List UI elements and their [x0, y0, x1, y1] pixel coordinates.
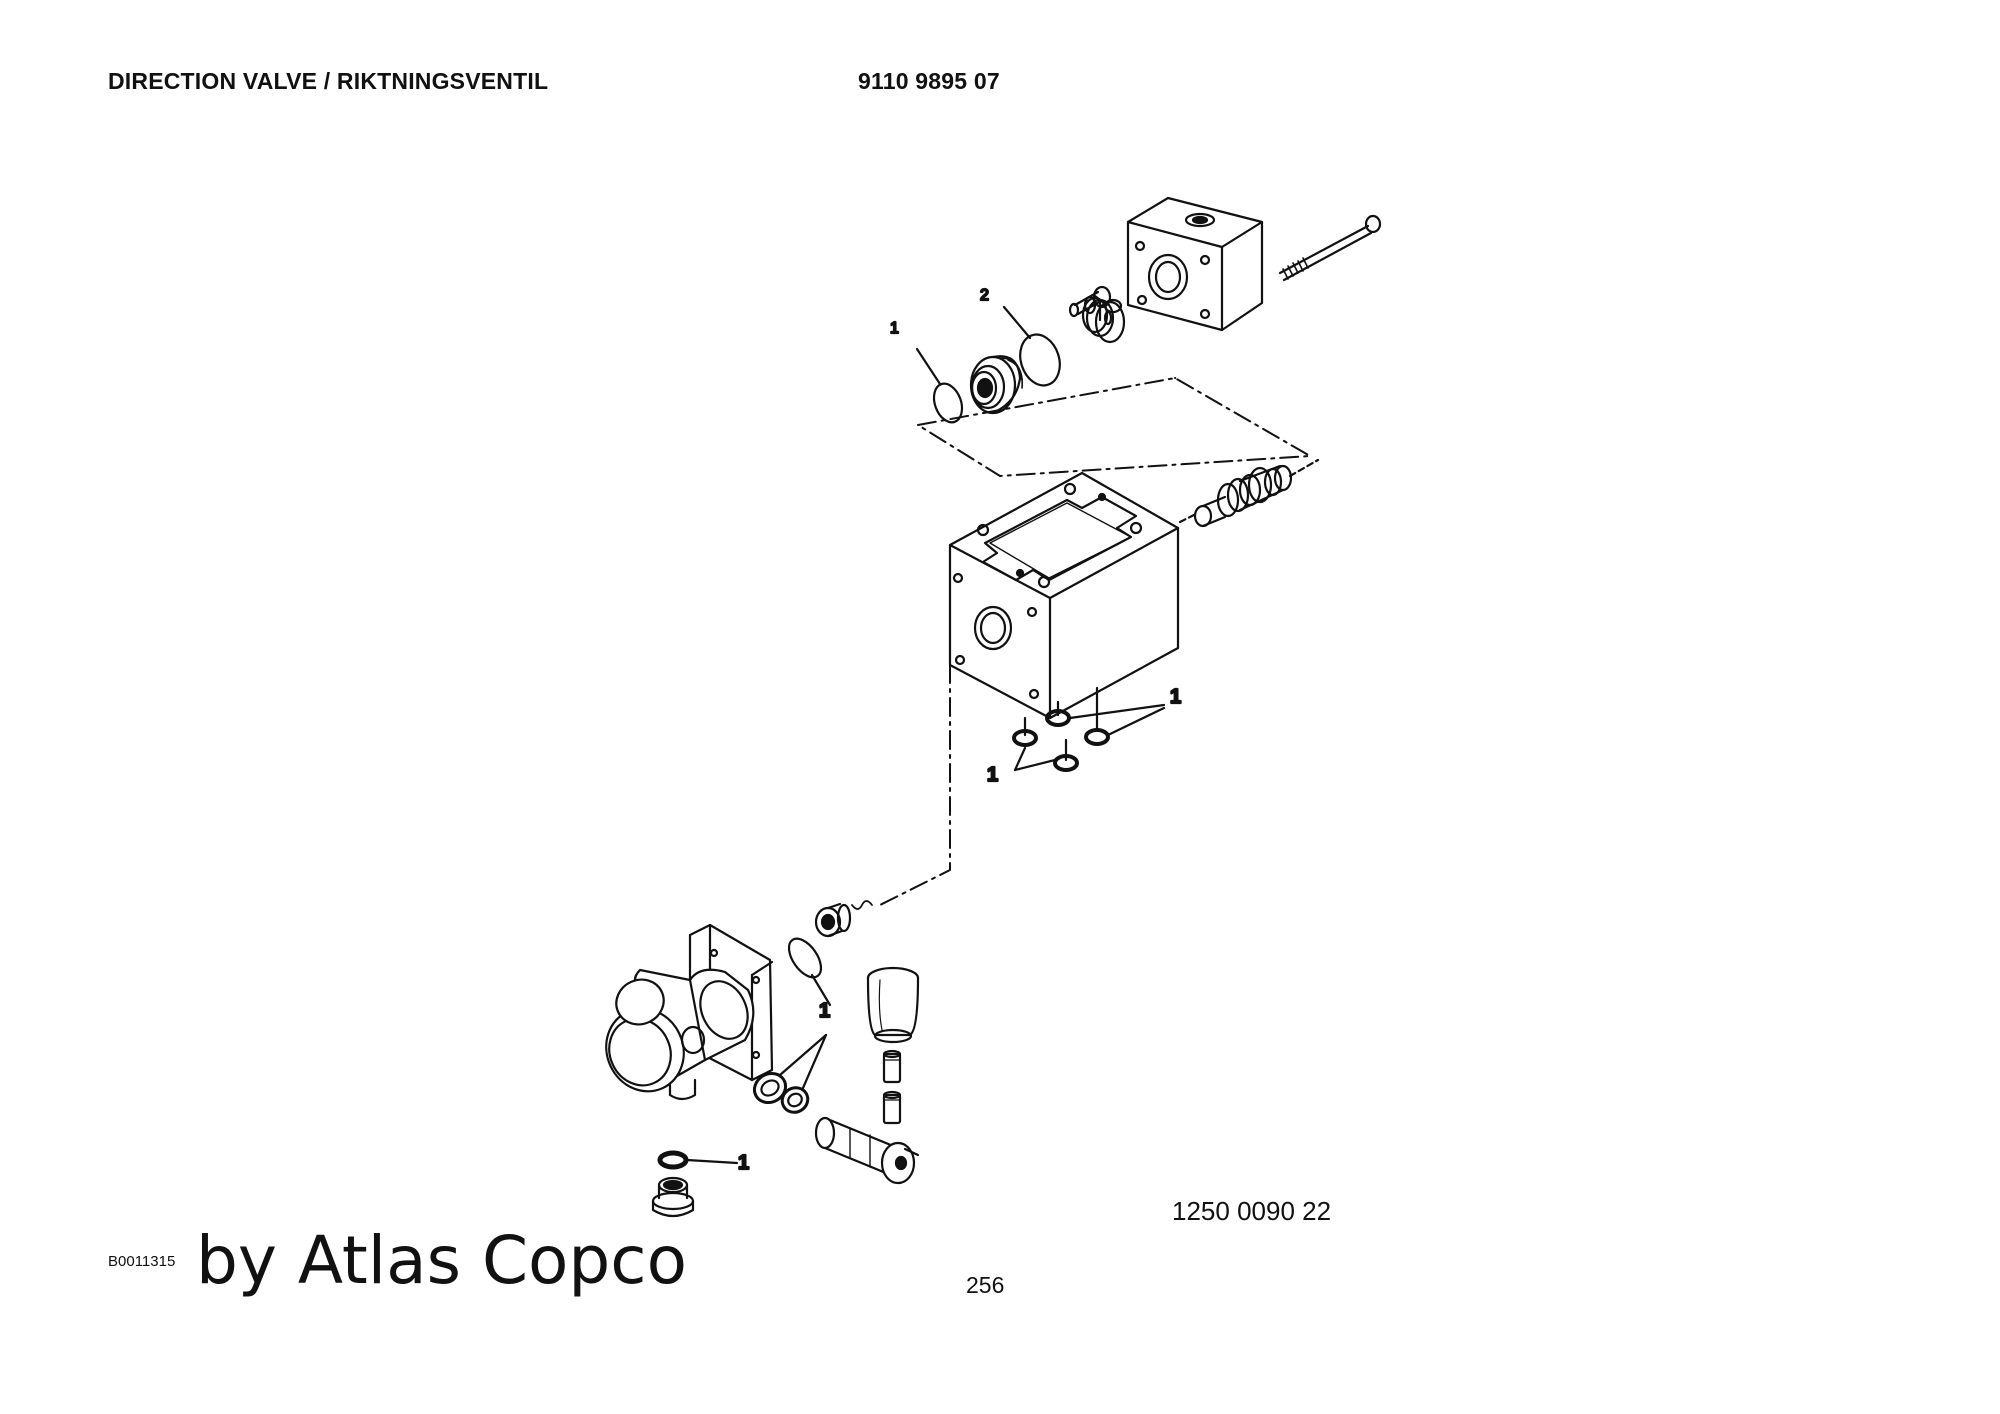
lever-shaft: [814, 1116, 920, 1185]
o-ring-1: [932, 382, 964, 424]
handle-o-rings: [752, 1033, 828, 1114]
page-title: DIRECTION VALVE / RIKTNINGSVENTIL: [108, 68, 549, 94]
seal-bushing: [969, 355, 1024, 415]
lower-o-ring: [787, 937, 823, 979]
main-valve-body: [948, 471, 1180, 720]
body-o-rings: [1012, 686, 1166, 772]
callout-low-1: 1: [819, 1000, 830, 1022]
document-id: B0011315: [108, 1253, 176, 1270]
assembly-outline: [917, 377, 1311, 477]
top-piston: [1068, 285, 1126, 344]
spring-pin: [851, 900, 873, 910]
callout-mid-left-1: 1: [987, 764, 998, 786]
lower-bushing: [814, 902, 852, 938]
callout-mid-right-1: 1: [1170, 686, 1181, 708]
callout-top-1: 1: [890, 320, 899, 337]
handle-knob: [866, 966, 920, 1044]
o-ring-2: [1019, 333, 1061, 387]
drawing-number: 1250 0090 22: [1172, 1196, 1332, 1226]
end-cap-block: [1126, 196, 1264, 332]
callout-bottom-1: 1: [738, 1152, 749, 1174]
lower-housing: [605, 923, 774, 1101]
knob-pins: [882, 1049, 902, 1125]
part-number: 9110 9895 07: [858, 68, 1000, 94]
right-spool: [1178, 458, 1320, 528]
bottom-plug: [651, 1150, 739, 1218]
page-number: 256: [966, 1272, 1005, 1298]
long-bolt: [1278, 214, 1382, 282]
connector-line: [879, 664, 951, 906]
brand-watermark: by Atlas Copco: [196, 1222, 687, 1299]
callout-top-2: 2: [980, 287, 989, 304]
